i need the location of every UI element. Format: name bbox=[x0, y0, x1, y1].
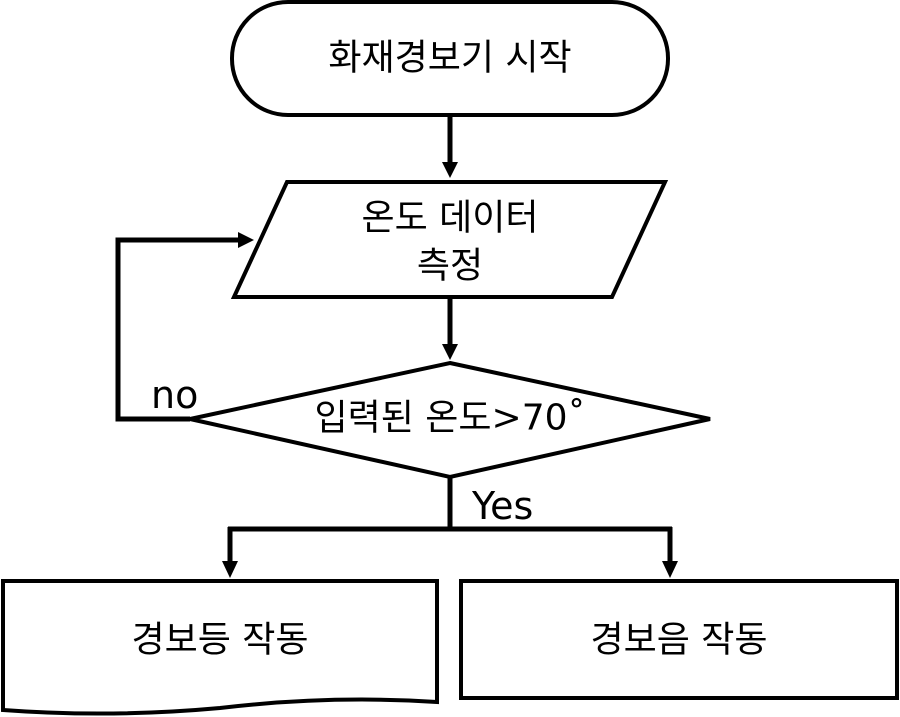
edge-no-loop-arrowhead bbox=[238, 232, 254, 248]
edge-input-to-decision bbox=[442, 299, 458, 360]
input-parallelogram-shape bbox=[230, 180, 669, 299]
edge-yes-right-arrowhead bbox=[662, 561, 678, 578]
start-node-label: 화재경보기 시작 bbox=[328, 38, 571, 79]
input-node: 온도 데이터 측정 bbox=[230, 180, 669, 299]
output-right-node: 경보음 작동 bbox=[459, 579, 899, 700]
output-right-label: 경보음 작동 bbox=[590, 620, 767, 661]
output-left-document-shape bbox=[0, 579, 439, 716]
edge-no-loop: no bbox=[115, 232, 254, 422]
output-left-label: 경보등 작동 bbox=[131, 620, 308, 661]
input-node-label-line2: 측정 bbox=[417, 246, 483, 287]
start-node: 화재경보기 시작 bbox=[230, 0, 670, 117]
decision-node: 입력된 온도>70˚ bbox=[189, 360, 711, 480]
output-right-process-shape bbox=[459, 579, 899, 700]
branch-no-label: no bbox=[151, 373, 198, 417]
edge-start-to-input-arrowhead bbox=[442, 162, 458, 178]
edge-yes-branch: Yes bbox=[222, 477, 678, 578]
edge-no-loop-line bbox=[115, 237, 240, 422]
edge-input-to-decision-arrowhead bbox=[442, 344, 458, 360]
edge-start-to-input bbox=[442, 117, 458, 178]
branch-yes-label: Yes bbox=[471, 484, 533, 528]
output-left-node: 경보등 작동 bbox=[0, 579, 439, 716]
start-terminator-shape bbox=[230, 0, 670, 117]
input-node-label-line1: 온도 데이터 bbox=[361, 198, 538, 239]
edge-yes-left-arrowhead bbox=[222, 561, 238, 578]
decision-node-label: 입력된 온도>70˚ bbox=[314, 398, 585, 439]
